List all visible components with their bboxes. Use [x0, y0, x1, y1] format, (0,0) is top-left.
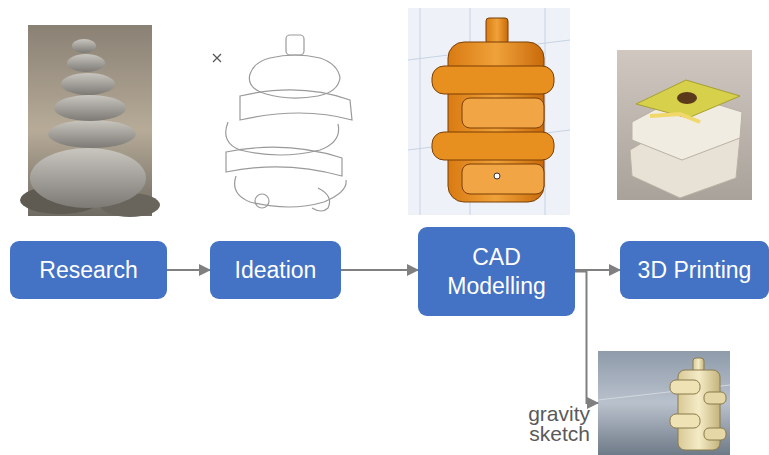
process-box: Ideation: [210, 241, 341, 299]
box-label: Ideation: [235, 256, 317, 284]
flow-arrow: [167, 269, 210, 271]
flow-arrow: [341, 269, 418, 271]
box-label: CAD Modelling: [426, 243, 567, 299]
gravity-sketch-render: [598, 351, 730, 455]
print-photo: [617, 50, 752, 200]
logo-node: gravity sketch: [598, 351, 730, 455]
box-label: 3D Printing: [638, 256, 752, 284]
process-box: Research: [10, 241, 167, 299]
flow-arrow: [575, 272, 598, 404]
pencil-sketch: [205, 20, 370, 216]
cad-render: [408, 8, 570, 215]
stone-photo: [20, 25, 160, 217]
process-box: CAD Modelling: [418, 227, 575, 316]
box-label: Research: [39, 256, 137, 284]
logo-text: gravity sketch: [512, 404, 590, 445]
process-box: 3D Printing: [620, 241, 769, 299]
